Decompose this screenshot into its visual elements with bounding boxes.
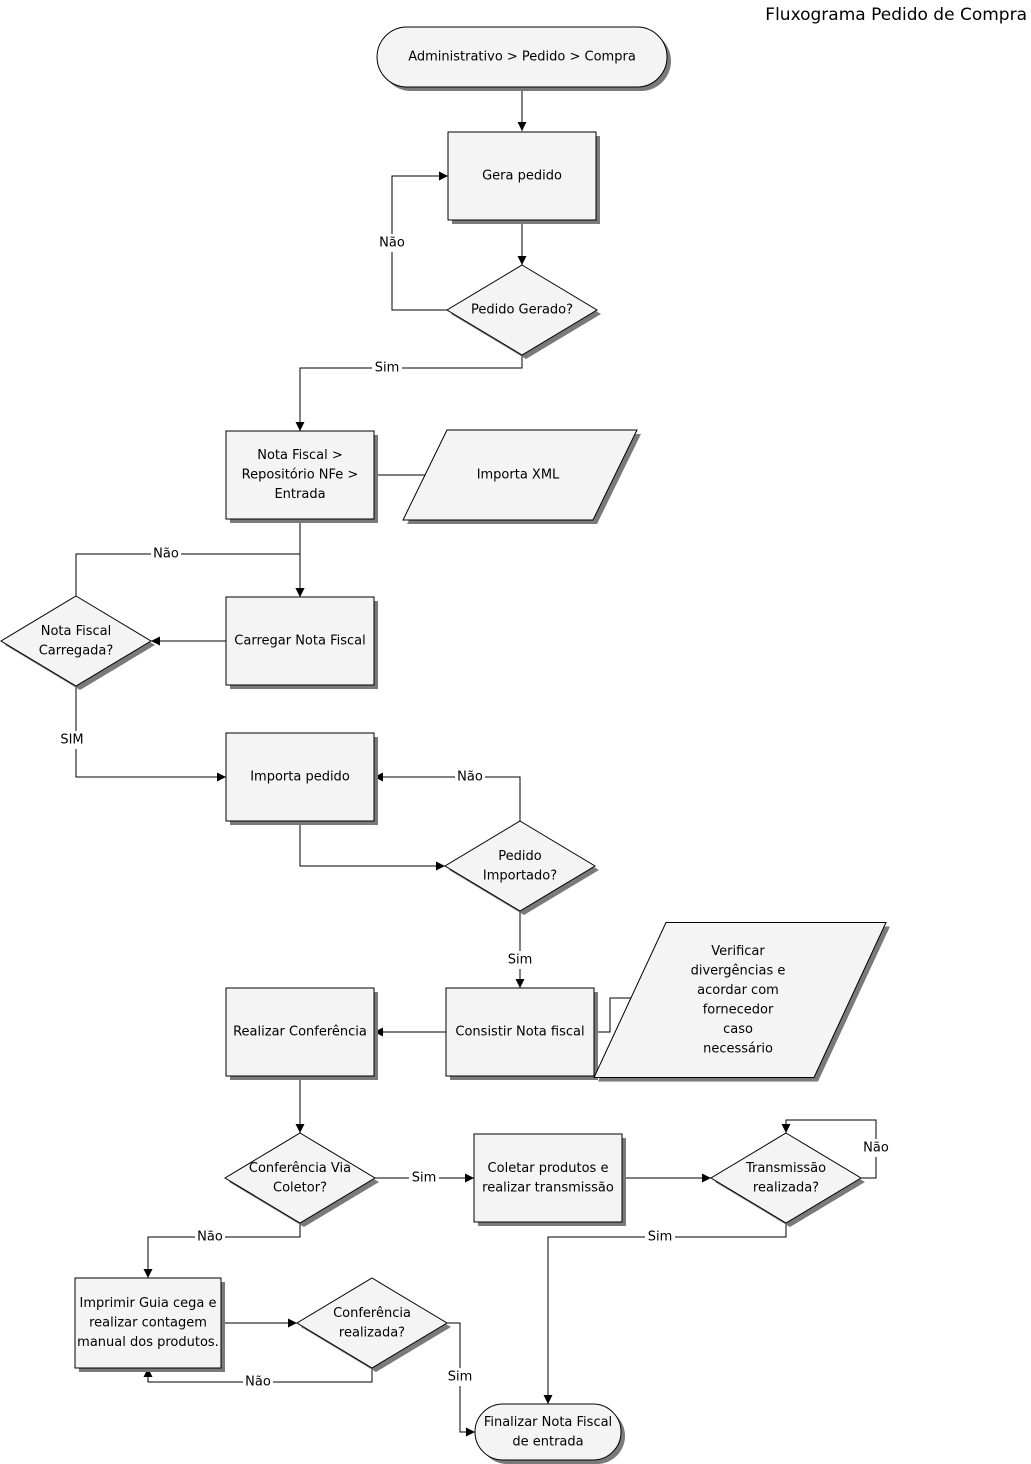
connector-nota-carregada-to-importa-pedido [75, 686, 226, 782]
node-label-line: Realizar Conferência [233, 1025, 367, 1040]
node-nota-fiscal-menu: Nota Fiscal > Repositório NFe > Entrada [225, 430, 378, 523]
edge-label: Sim [409, 1169, 439, 1187]
node-label-line: Nota Fiscal > [257, 448, 343, 463]
svg-text:Não: Não [863, 1141, 889, 1156]
node-label-line: Administrativo > Pedido > Compra [408, 50, 636, 65]
node-label-line: realizada? [753, 1180, 819, 1195]
connector-transmissao-realizada-to-transmissao-realizada [781, 1119, 877, 1179]
svg-text:Não: Não [153, 547, 179, 562]
node-label-line: Verificar [711, 944, 765, 959]
node-label-line: Finalizar Nota Fiscal [484, 1415, 612, 1430]
node-importa-xml: Importa XML [402, 429, 641, 524]
connector-pedido-gerado-to-nota-fiscal-menu [295, 355, 523, 431]
node-label-line: Coletar produtos e [488, 1161, 609, 1176]
svg-text:Não: Não [245, 1375, 271, 1390]
svg-text:Sim: Sim [448, 1370, 473, 1385]
connector-importa-pedido-to-pedido-importado [299, 821, 445, 871]
node-label-line: Pedido [498, 849, 541, 864]
node-realizar-conferencia: Realizar Conferência [225, 987, 378, 1080]
node-label-line: Nota Fiscal [41, 624, 112, 639]
node-label-line: realizar contagem [89, 1316, 207, 1331]
node-label-line: acordar com [697, 983, 779, 998]
node-label-line: fornecedor [703, 1002, 774, 1017]
node-transmissao-realizada: Transmissão realizada? [710, 1132, 865, 1227]
node-label-line: Transmissão [745, 1161, 826, 1176]
node-label-line: Coletor? [273, 1180, 327, 1195]
node-label-line: de entrada [512, 1434, 583, 1449]
node-gera-pedido: Gera pedido [447, 131, 600, 224]
connector-nota-carregada-to-carregar-nota [75, 553, 300, 596]
svg-text:Sim: Sim [375, 361, 400, 376]
node-label-line: Entrada [274, 487, 325, 502]
svg-text:Não: Não [197, 1230, 223, 1245]
node-start: Administrativo > Pedido > Compra [376, 26, 671, 91]
node-label-line: divergências e [691, 963, 786, 978]
node-label-line: Importado? [483, 868, 557, 883]
node-pedido-gerado: Pedido Gerado? [446, 264, 601, 359]
edge-label: Não [455, 768, 485, 786]
svg-text:Sim: Sim [508, 953, 533, 968]
node-label-line: realizar transmissão [482, 1180, 614, 1195]
node-carregar-nota: Carregar Nota Fiscal [225, 596, 378, 689]
edge-label: Sim [372, 359, 402, 377]
edge-label: Sim [445, 1368, 475, 1386]
node-label-line: manual dos produtos. [77, 1335, 219, 1350]
node-label-line: Conferência [333, 1306, 411, 1321]
svg-text:Sim: Sim [648, 1230, 673, 1245]
node-label-line: caso [723, 1022, 753, 1037]
node-consistir-nota: Consistir Nota fiscal [445, 987, 598, 1080]
connector-transmissao-realizada-to-finalizar-nota [543, 1223, 787, 1404]
svg-text:Não: Não [457, 770, 483, 785]
edge-label: Sim [505, 951, 535, 969]
node-label-line: Importa pedido [250, 770, 350, 785]
svg-text:SIM: SIM [60, 733, 83, 748]
node-label-line: Conferência Via [249, 1161, 351, 1176]
diagram-title: Fluxograma Pedido de Compra [765, 5, 1027, 25]
edge-label: Não [861, 1139, 891, 1157]
edge-label: Não [151, 545, 181, 563]
node-label-line: Importa XML [477, 468, 560, 483]
edge-label: Sim [645, 1228, 675, 1246]
node-finalizar-nota: Finalizar Nota Fiscal de entrada [474, 1403, 625, 1464]
node-coletar-produtos: Coletar produtos e realizar transmissão [473, 1133, 626, 1226]
node-verificar-divergencias: Verificar divergências e acordar com fornec… [593, 922, 890, 1082]
edge-label: Não [377, 234, 407, 252]
node-conferencia-realizada: Conferência realizada? [296, 1277, 451, 1372]
node-label-line: realizada? [339, 1325, 405, 1340]
node-label-line: necessário [703, 1041, 773, 1056]
node-label-line: Gera pedido [482, 169, 562, 184]
node-label-line: Consistir Nota fiscal [455, 1025, 584, 1040]
svg-text:Não: Não [379, 236, 405, 251]
edge-label: Não [195, 1228, 225, 1246]
node-label-line: Carregar Nota Fiscal [234, 634, 365, 649]
node-label-line: Pedido Gerado? [471, 303, 573, 318]
node-label-line: Repositório NFe > [242, 468, 359, 483]
node-label-line: Imprimir Guia cega e [80, 1296, 217, 1311]
svg-text:Sim: Sim [412, 1171, 437, 1186]
edge-label: SIM [57, 731, 87, 749]
node-label-line: Carregada? [39, 643, 114, 658]
edge-label: Não [243, 1373, 273, 1391]
connector-pedido-importado-to-importa-pedido [374, 772, 521, 821]
node-imprimir-guia: Imprimir Guia cega e realizar contagem man… [74, 1277, 225, 1372]
node-importa-pedido: Importa pedido [225, 732, 378, 825]
